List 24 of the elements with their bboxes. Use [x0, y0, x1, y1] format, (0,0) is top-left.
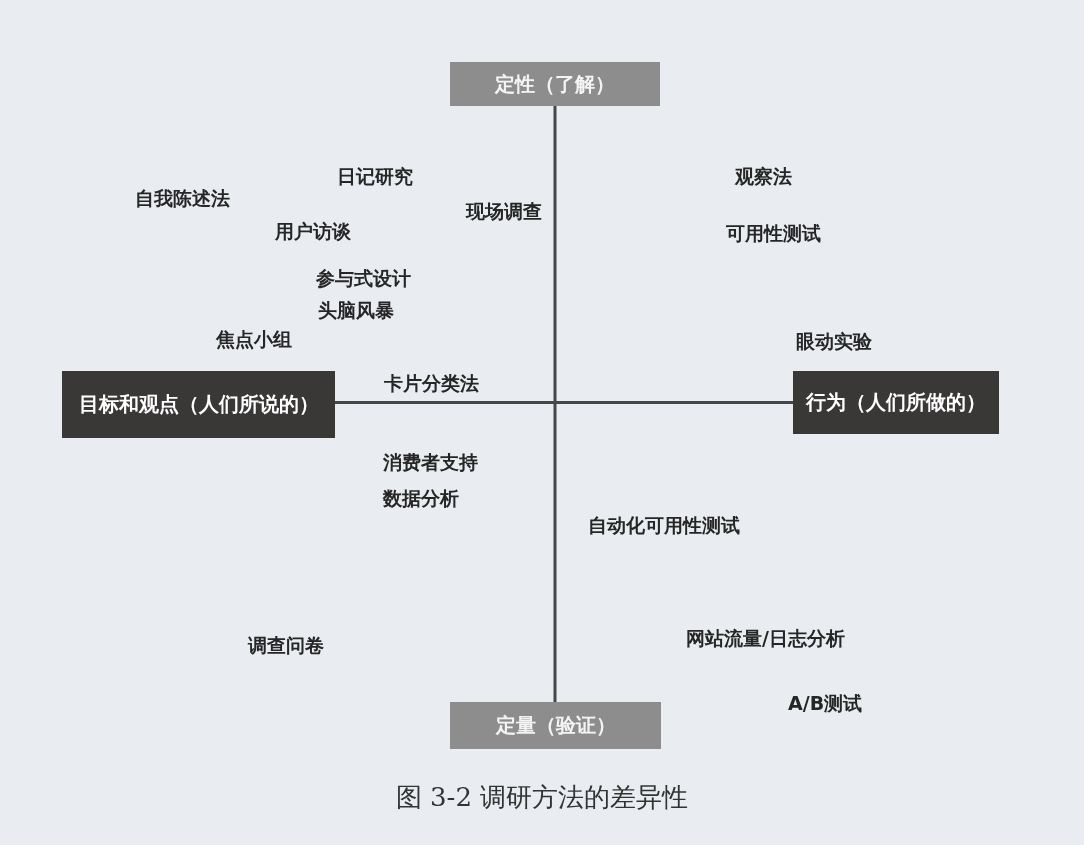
method-label: 数据分析 — [383, 487, 459, 510]
method-label: 观察法 — [735, 165, 792, 188]
method-label: 日记研究 — [337, 165, 413, 188]
axis-line — [335, 401, 793, 404]
method-label: A/B测试 — [788, 692, 863, 715]
method-label: 调查问卷 — [248, 634, 324, 657]
method-label: 自我陈述法 — [135, 187, 230, 210]
axis-line — [553, 106, 557, 702]
axis-label: 行为（人们所做的） — [793, 371, 999, 434]
method-label: 用户访谈 — [275, 220, 351, 243]
method-label: 参与式设计 — [316, 267, 411, 290]
axis-label: 定性（了解） — [450, 62, 660, 106]
method-label: 自动化可用性测试 — [588, 514, 740, 537]
method-label: 卡片分类法 — [384, 372, 479, 395]
axis-label: 目标和观点（人们所说的） — [62, 371, 335, 438]
method-label: 网站流量/日志分析 — [686, 627, 845, 650]
method-label: 现场调查 — [466, 200, 542, 223]
axis-label: 定量（验证） — [450, 702, 661, 749]
method-label: 眼动实验 — [796, 330, 872, 353]
method-label: 消费者支持 — [383, 451, 478, 474]
method-label: 头脑风暴 — [318, 299, 394, 322]
method-label: 焦点小组 — [216, 328, 292, 351]
method-label: 可用性测试 — [726, 222, 821, 245]
figure-caption: 图 3-2 调研方法的差异性 — [395, 782, 689, 814]
